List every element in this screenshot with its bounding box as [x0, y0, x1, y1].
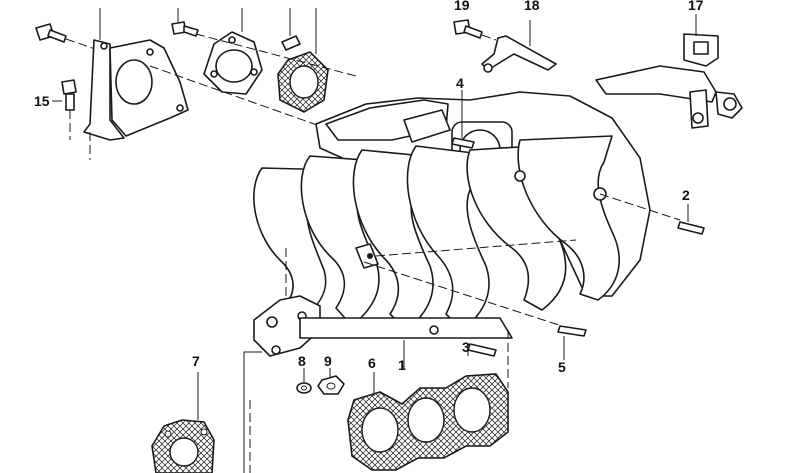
- callout-19: 19: [454, 0, 470, 13]
- callout-5: 5: [558, 359, 566, 375]
- callout-17: 17: [688, 0, 704, 13]
- gasket-6: [347, 372, 509, 471]
- leader-outlet: [243, 351, 262, 473]
- callout-4: 4: [456, 75, 464, 91]
- callout-7: 7: [192, 353, 200, 369]
- bolt-15: [52, 79, 77, 140]
- intake-manifold: [253, 91, 651, 357]
- bracket-17: [595, 14, 743, 129]
- bracket-18: [481, 20, 557, 73]
- assembly-axis-mid: [149, 65, 321, 127]
- callout-2: 2: [682, 187, 690, 203]
- stud-5-axis: [363, 261, 563, 327]
- callout-15: 15: [34, 93, 50, 109]
- stud-2-axis: [599, 193, 681, 221]
- stud-2: [677, 204, 705, 235]
- stud-4: [451, 90, 475, 149]
- gasket-7: [151, 372, 215, 473]
- callout-18: 18: [524, 0, 540, 13]
- sleeve-pin: [281, 8, 301, 51]
- triangular-flange: [203, 8, 263, 95]
- assembly-axis-top: [195, 33, 357, 77]
- nut-9: [317, 368, 345, 395]
- bolt-19: [453, 19, 497, 41]
- triangular-gasket: [277, 8, 329, 113]
- washer-8: [296, 368, 312, 394]
- callout-9: 9: [324, 353, 332, 369]
- stud-3: [467, 343, 497, 357]
- support-bracket: [83, 39, 189, 141]
- stud-5: [557, 325, 587, 360]
- vertical-dash-left: [89, 8, 101, 160]
- callout-1: 1: [398, 357, 406, 373]
- callout-8: 8: [298, 353, 306, 369]
- bolt-top-center: [171, 8, 199, 37]
- callout-3: 3: [462, 339, 470, 355]
- callout-6: 6: [368, 355, 376, 371]
- runner-axis: [375, 239, 577, 257]
- callouts: 1 2 3 4 5 6 7 8 9 15 17 18 19: [34, 0, 704, 375]
